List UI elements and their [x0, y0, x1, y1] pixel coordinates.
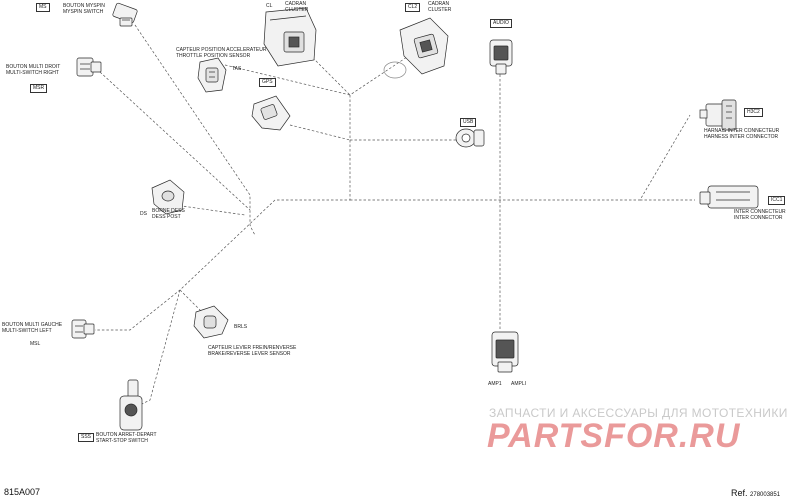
- cluster-cl2-icon: [383, 17, 449, 79]
- label-brls-en: BRAKE/REVERSE LEVER SENSOR: [208, 351, 291, 357]
- port-usb-icon: [455, 128, 485, 148]
- code-cl2: CL2: [405, 3, 421, 12]
- label-h3c2-en: HARNESS INTER CONNECTOR: [704, 134, 779, 140]
- label-amp: AMPLI: [511, 381, 527, 387]
- label-ds-fr: BORNE DESS: [152, 208, 185, 214]
- label-sss-en: START-STOP SWITCH: [96, 438, 148, 444]
- connector-audio-icon: [489, 39, 513, 75]
- ref-value: 278003851: [750, 492, 781, 498]
- code-msl: MSL: [30, 341, 41, 347]
- label-ds-en: DESS POST: [152, 214, 181, 220]
- code-icc1: ICC1: [768, 196, 786, 205]
- connector-msl-icon: [71, 319, 95, 339]
- label-h3c2-fr: HARNAIS INTER CONNECTEUR: [704, 128, 780, 134]
- label-tas: CAPTEUR POSITION ACCELERATEUR THROTTLE P…: [176, 47, 266, 59]
- label-sss-fr: BOUTON ARRET-DEPART: [96, 432, 157, 438]
- label-tas-en: THROTTLE POSITION SENSOR: [176, 53, 251, 59]
- harness-lines: [95, 24, 695, 411]
- label-mysn-en: MYSPIN SWITCH: [63, 9, 104, 15]
- code-brls: BRLS: [234, 324, 248, 330]
- code-h3c2: H3C2: [744, 108, 763, 117]
- label-h3c2: HARNAIS INTER CONNECTEUR HARNESS INTER C…: [704, 128, 779, 140]
- connector-gps-icon: [251, 95, 291, 131]
- ref-label: Ref.: [731, 488, 748, 498]
- label-brls: CAPTEUR LEVIER FREIN/RENVERSE BRAKE/REVE…: [208, 345, 296, 357]
- label-cl-fr: CADRAN: [285, 1, 307, 7]
- sensor-tas-icon: [197, 57, 227, 93]
- label-mysn-fr: BOUTON MYSPIN: [63, 3, 105, 9]
- code-gps: GPS: [259, 78, 276, 87]
- label-msr-fr: BOUTON MULTI DROIT: [6, 64, 61, 70]
- watermark-tagline: ЗАПЧАСТИ И АКСЕССУАРЫ ДЛЯ МОТОТЕХНИКИ: [489, 406, 788, 420]
- label-cl-en: CLUSTER: [285, 7, 309, 13]
- code-audio: AUDIO: [490, 19, 512, 28]
- switch-sss-icon: [119, 379, 143, 431]
- code-msr: MSR: [30, 84, 48, 93]
- code-cl: CL: [266, 3, 273, 9]
- label-msr-en: MULTI-SWITCH RIGHT: [6, 70, 59, 76]
- label-icc1-en: INTER CONNECTOR: [734, 215, 783, 221]
- watermark-logo: PARTSFOR.RU: [487, 417, 741, 455]
- label-mysn: BOUTON MYSPIN MYSPIN SWITCH: [63, 3, 105, 15]
- label-cl: CADRAN CLUSTER: [285, 1, 308, 13]
- label-cl2-fr: CADRAN: [428, 1, 450, 7]
- label-msr: BOUTON MULTI DROIT MULTI-SWITCH RIGHT: [6, 64, 60, 76]
- post-ds-icon: [151, 179, 185, 215]
- connector-msr-icon: [76, 57, 102, 77]
- connector-h3c2-icon: [699, 99, 737, 131]
- code-ds: DS: [140, 211, 147, 217]
- ref-block: Ref. 278003851: [731, 488, 780, 498]
- connector-icc1-icon: [699, 185, 759, 209]
- label-ds: BORNE DESS DESS POST: [152, 208, 185, 220]
- code-amp: AMP1: [488, 381, 502, 387]
- label-tas-fr: CAPTEUR POSITION ACCELERATEUR: [176, 47, 267, 53]
- cluster-cl-icon: [263, 7, 317, 67]
- label-msl-fr: BOUTON MULTI GAUCHE: [2, 322, 63, 328]
- code-usb: USB: [460, 118, 477, 127]
- amplifier-amp-icon: [491, 331, 519, 373]
- connector-mysn-icon: [112, 2, 138, 27]
- code-tas: TAS: [232, 66, 242, 72]
- label-icc1: INTER CONNECTEUR INTER CONNECTOR: [734, 209, 786, 221]
- doc-id: 815A007: [4, 487, 41, 497]
- label-icc1-fr: INTER CONNECTEUR: [734, 209, 786, 215]
- sensor-brls-icon: [193, 305, 229, 339]
- label-brls-fr: CAPTEUR LEVIER FREIN/RENVERSE: [208, 345, 297, 351]
- code-mysn: MS: [36, 3, 50, 12]
- code-sss: SSS: [78, 433, 95, 442]
- label-msl: BOUTON MULTI GAUCHE MULTI-SWITCH LEFT: [2, 322, 62, 334]
- label-cl2: CADRAN CLUSTER: [428, 1, 451, 13]
- label-msl-en: MULTI-SWITCH LEFT: [2, 328, 52, 334]
- label-sss: BOUTON ARRET-DEPART START-STOP SWITCH: [96, 432, 157, 444]
- label-cl2-en: CLUSTER: [428, 7, 452, 13]
